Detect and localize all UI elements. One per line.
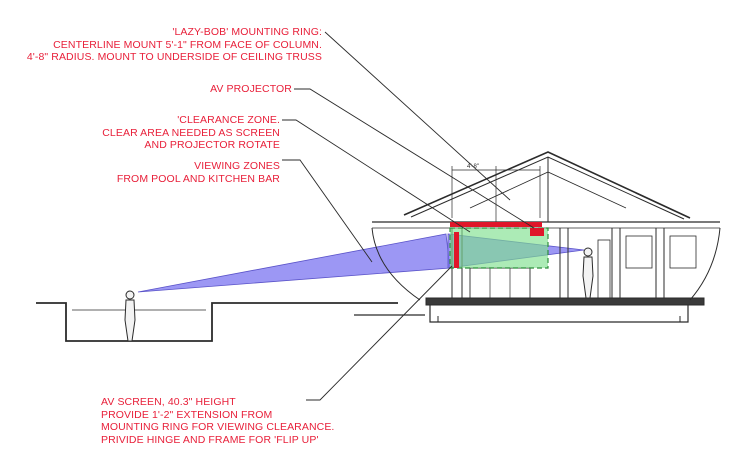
annotation-projector: AV PROJECTOR bbox=[210, 83, 292, 95]
av-screen bbox=[454, 232, 459, 268]
building-outline bbox=[371, 151, 721, 301]
projector bbox=[530, 228, 544, 236]
leader-lines bbox=[282, 31, 535, 401]
annotation-clearance-zone: 'CLEARANCE ZONE. CLEAR AREA NEEDED AS SC… bbox=[102, 114, 280, 151]
dimension-label: 4'-8" bbox=[467, 164, 479, 170]
dimension-line bbox=[451, 166, 541, 222]
mounting-ring bbox=[450, 222, 542, 227]
building-slab bbox=[425, 297, 705, 323]
viewer-figure-kitchen bbox=[582, 247, 594, 299]
annotation-mounting-ring: 'LAZY-BOB' MOUNTING RING: CENTERLINE MOU… bbox=[26, 26, 322, 63]
annotation-viewing-zones: VIEWING ZONES FROM POOL AND KITCHEN BAR bbox=[116, 160, 280, 185]
ground-line bbox=[36, 302, 425, 342]
viewer-figure-pool bbox=[124, 290, 136, 342]
viewing-zone-pool bbox=[137, 233, 451, 293]
annotation-av-screen: AV SCREEN, 40.3" HEIGHT PROVIDE 1'-2" EX… bbox=[101, 396, 335, 446]
